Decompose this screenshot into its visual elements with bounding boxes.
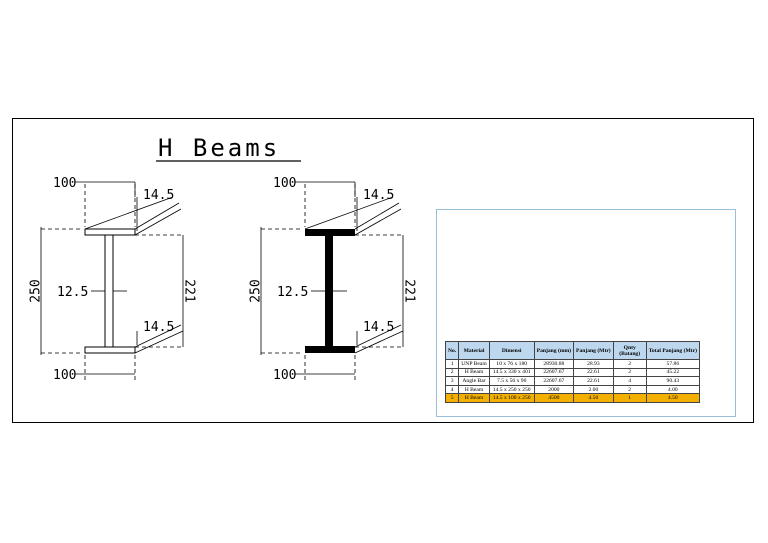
material-table-panel: No. Material Dimensi Panjang (mm) Panjan… [436,209,736,417]
dim-flange-width: 100 [53,176,76,191]
cell-panjang-mm: 28930.88 [533,359,575,369]
dim-flange-width: 100 [273,176,296,191]
cell-total: 4.50 [645,393,700,403]
cell-no: 2 [444,367,460,378]
cell-qnty: 2 [612,367,647,378]
dim-web-height: 221 [402,279,417,302]
cell-material: H Beam [458,384,490,395]
cell-panjang-mm: 2000 [533,384,575,395]
cell-dimensi: 10 x 76 x 180 [488,359,535,369]
cell-panjang-mm: 22607.67 [533,367,575,378]
cell-panjang-mm: 22607.67 [533,376,575,386]
dim-flange-thickness-top: 14.5 [363,188,394,203]
cell-material: UNP Beam [458,359,490,369]
cell-dimensi: 14.5 x 330 x 401 [488,367,535,378]
dim-flange-thickness-top: 14.5 [143,188,174,203]
cell-qnty: 1 [612,393,647,403]
cell-no: 3 [444,376,460,386]
dim-bottom-width: 100 [53,368,76,383]
cell-dimensi: 7.5 x 56 x 90 [488,376,535,386]
col-header-panjang-mtr: Panjang (Mtr) [573,341,614,360]
col-header-no: No. [444,341,460,360]
bottom-flange [305,346,355,353]
h-beam-drawing: H Beams [29,134,417,383]
cell-panjang-mtr: 2.00 [573,384,614,395]
cell-qnty: 4 [612,376,647,386]
dim-web-thickness: 12.5 [57,285,88,300]
web [104,234,114,348]
col-header-dimensi: Dimensi [488,341,535,360]
dim-web-thickness: 12.5 [277,285,308,300]
cell-no: 1 [444,359,460,369]
cell-panjang-mtr: 22.61 [573,376,614,386]
top-flange [84,228,136,236]
col-header-total: Total Panjang (Mtr) [645,341,700,360]
cell-dimensi: 14.5 x 250 x 250 [488,384,535,395]
dim-flange-thickness-bottom: 14.5 [363,320,394,335]
dim-overall-height: 250 [249,279,264,302]
dim-overall-height: 250 [29,279,44,302]
cell-material: Angle Bar [458,376,490,386]
col-header-material: Material [458,341,490,360]
cell-total: 4.00 [645,384,700,395]
cell-no: 5 [444,393,460,403]
cell-qnty: 2 [612,384,647,395]
h-beam-section-solid: 100 14.5 12.5 14.5 100 250 221 [249,176,417,383]
col-header-qnty: Qnty (Batang) [612,341,647,360]
web [325,235,333,347]
dim-bottom-width: 100 [273,368,296,383]
cell-no: 4 [444,384,460,395]
dim-web-height: 221 [182,279,197,302]
cell-qnty: 2 [612,359,647,369]
drawing-frame: H Beams [12,118,754,423]
cell-panjang-mtr: 22.61 [573,367,614,378]
cell-panjang-mm: 4500 [533,393,575,403]
material-table: No. Material Dimensi Panjang (mm) Panjan… [444,341,700,403]
cell-material: H Beam [458,367,490,378]
dim-flange-thickness-bottom: 14.5 [143,320,174,335]
drawing-title: H Beams [158,134,280,162]
cell-dimensi: 14.5 x 100 x 250 [488,393,535,403]
cell-panjang-mtr: 4.50 [573,393,614,403]
cell-total: 90.43 [645,376,700,386]
top-flange [305,229,355,236]
table-header-row: No. Material Dimensi Panjang (mm) Panjan… [444,341,700,360]
bottom-flange [84,346,136,354]
cell-total: 57.86 [645,359,700,369]
cell-panjang-mtr: 28.93 [573,359,614,369]
col-header-panjang-mm: Panjang (mm) [533,341,575,360]
cell-material: H Beam [458,393,490,403]
h-beam-section-outline: 100 14.5 12.5 14.5 100 250 221 [29,176,197,383]
cell-total: 45.22 [645,367,700,378]
